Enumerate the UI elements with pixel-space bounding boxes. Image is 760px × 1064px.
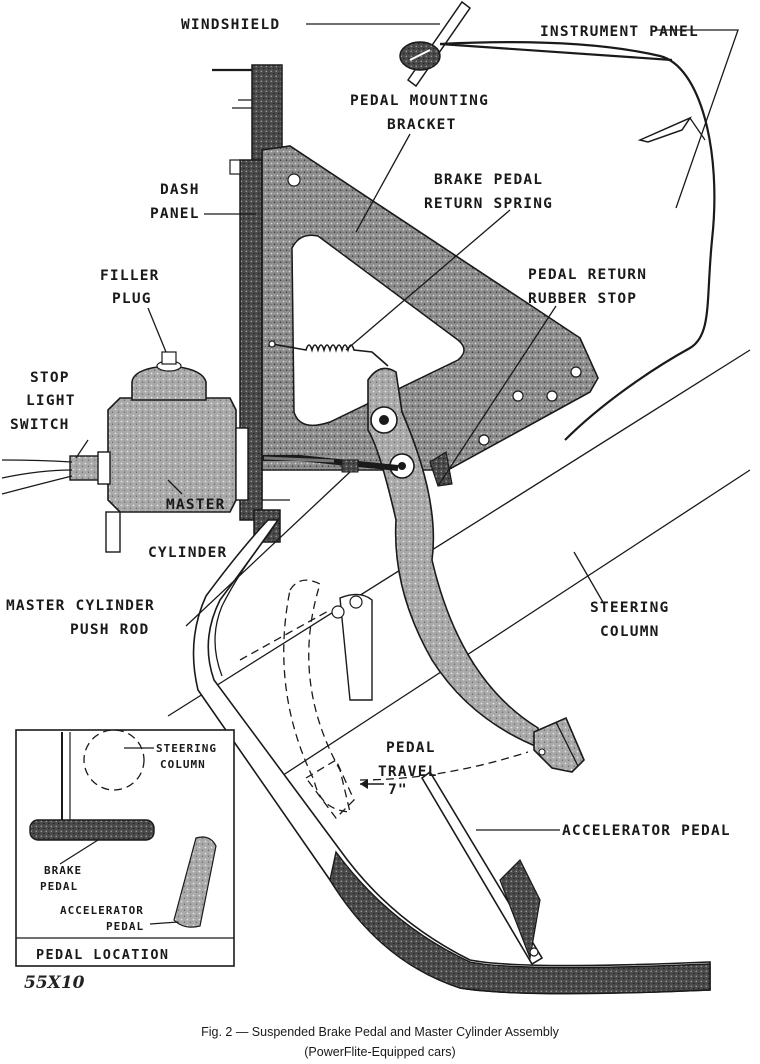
label-dash-1: DASH: [160, 182, 200, 198]
label-pedal-mounting-bracket-2: BRACKET: [387, 117, 457, 133]
label-travel-value: 7": [388, 782, 408, 798]
label-push-rod-1: MASTER CYLINDER: [6, 598, 155, 614]
pedal-travel-outline: [283, 579, 529, 819]
label-accelerator-pedal: ACCELERATOR PEDAL: [562, 823, 731, 839]
label-stop-3: SWITCH: [10, 417, 70, 433]
caption-line-2: (PowerFlite-Equipped cars): [304, 1045, 455, 1059]
label-pedal-return-2: RUBBER STOP: [528, 291, 637, 307]
label-push-rod-2: PUSH ROD: [70, 622, 149, 638]
inset-label-accel-2: PEDAL: [106, 920, 144, 933]
label-dash-2: PANEL: [150, 206, 200, 222]
inset-title: PEDAL LOCATION: [36, 947, 169, 963]
label-pedal-return-1: PEDAL RETURN: [528, 267, 647, 283]
label-pedal-mounting-bracket-1: PEDAL MOUNTING: [350, 93, 489, 109]
floor-pan: [192, 519, 711, 995]
label-pedal-travel-1: PEDAL: [386, 740, 436, 756]
leader-lines: [75, 23, 739, 831]
label-master-cylinder-1: MASTER: [166, 497, 226, 513]
label-brake-return-spring-1: BRAKE PEDAL: [434, 172, 543, 188]
label-instrument-panel: INSTRUMENT PANEL: [540, 24, 699, 40]
label-stop-2: LIGHT: [26, 393, 76, 409]
steering-column: [167, 349, 751, 786]
figure-code: 55X10: [24, 973, 85, 993]
label-filler-2: PLUG: [112, 291, 152, 307]
label-stop-1: STOP: [30, 370, 70, 386]
labels: WINDSHIELD INSTRUMENT PANEL PEDAL MOUNTI…: [6, 17, 731, 839]
label-windshield: WINDSHIELD: [181, 17, 280, 33]
accelerator-pedal: [420, 770, 544, 966]
label-brake-return-spring-2: RETURN SPRING: [424, 196, 553, 212]
label-pedal-travel-2: TRAVEL: [378, 764, 438, 780]
label-filler-1: FILLER: [100, 268, 160, 284]
inset-label-steering-1: STEERING: [156, 742, 217, 755]
inset-label-accel-1: ACCELERATOR: [60, 904, 144, 917]
caption-line-1: Fig. 2 — Suspended Brake Pedal and Maste…: [201, 1025, 560, 1039]
instrument-panel: [439, 41, 716, 441]
pedal-mounting-bracket: [227, 145, 599, 501]
label-steering-column-2: COLUMN: [600, 624, 660, 640]
inset-label-brake-2: PEDAL: [40, 880, 78, 893]
label-master-cylinder-2: CYLINDER: [148, 545, 227, 561]
rubber-stop: [429, 451, 453, 487]
windshield: [399, 0, 673, 88]
inset-pedal-location: STEERING COLUMN BRAKE PEDAL ACCELERATOR …: [15, 729, 235, 967]
inset-label-brake-1: BRAKE: [44, 864, 82, 877]
inset-label-steering-2: COLUMN: [160, 758, 206, 771]
label-steering-column-1: STEERING: [590, 600, 669, 616]
push-rod: [262, 455, 399, 473]
master-cylinder: [1, 351, 249, 553]
